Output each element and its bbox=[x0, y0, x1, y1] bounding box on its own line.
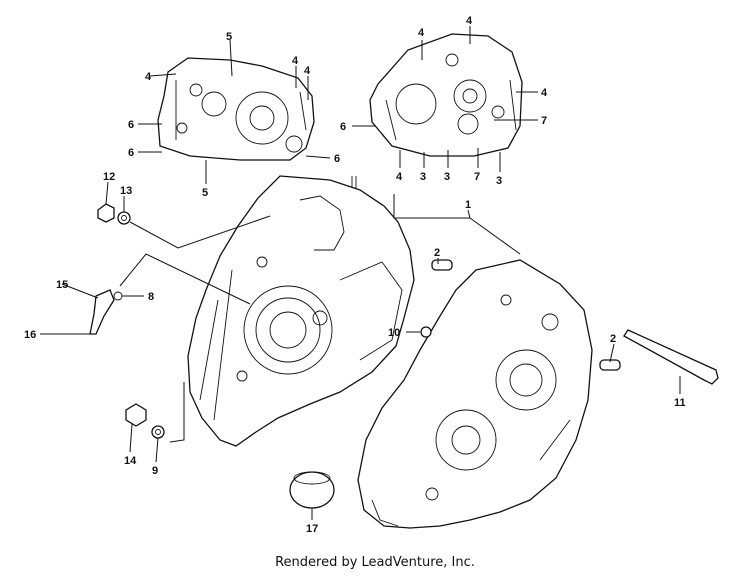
callout-6: 6 bbox=[128, 147, 134, 159]
callout-7: 7 bbox=[474, 171, 480, 183]
callout-4: 4 bbox=[418, 27, 425, 39]
callout-14: 14 bbox=[124, 455, 137, 467]
callout-17: 17 bbox=[306, 523, 318, 535]
callout-3: 3 bbox=[444, 171, 450, 183]
callout-11: 11 bbox=[674, 397, 686, 409]
callout-1: 1 bbox=[465, 199, 471, 211]
drain-bolt-14 bbox=[125, 403, 147, 427]
callout-8: 8 bbox=[148, 291, 154, 303]
callout-10: 10 bbox=[388, 327, 400, 339]
callout-4: 4 bbox=[541, 87, 548, 99]
callout-12: 12 bbox=[103, 171, 115, 183]
callout-15: 15 bbox=[56, 279, 68, 291]
callout-4: 4 bbox=[292, 55, 299, 67]
callout-5: 5 bbox=[202, 187, 208, 199]
right-crankcase-half bbox=[357, 259, 593, 529]
footer-credit: Rendered by LeadVenture, Inc. bbox=[275, 555, 475, 570]
bolt-12 bbox=[97, 203, 115, 223]
long-bolt-11 bbox=[623, 329, 719, 385]
callout-6: 6 bbox=[334, 153, 340, 165]
callout-3: 3 bbox=[496, 175, 502, 187]
washer-13 bbox=[117, 211, 131, 225]
left-crankcase-half bbox=[187, 175, 415, 447]
callout-4: 4 bbox=[396, 171, 403, 183]
callout-4: 4 bbox=[145, 71, 152, 83]
plug-17 bbox=[289, 471, 335, 509]
callout-4: 4 bbox=[304, 65, 311, 77]
callout-7: 7 bbox=[541, 115, 547, 127]
dowel-pin-2-upper bbox=[431, 259, 453, 271]
right-crankcase-gasket bbox=[369, 33, 523, 157]
left-crankcase-gasket bbox=[157, 57, 315, 161]
callout-3: 3 bbox=[420, 171, 426, 183]
callout-16: 16 bbox=[24, 329, 36, 341]
callout-6: 6 bbox=[128, 119, 134, 131]
callout-4: 4 bbox=[466, 15, 473, 27]
callout-labels: 4 5 4 4 6 6 5 6 4 4 4 6 7 4 3 3 7 3 12 1… bbox=[24, 15, 686, 535]
callout-5: 5 bbox=[226, 31, 232, 43]
leader-lines bbox=[40, 26, 681, 520]
o-ring-10 bbox=[420, 326, 432, 338]
callout-2: 2 bbox=[610, 333, 616, 345]
washer-9 bbox=[151, 425, 165, 439]
callout-2: 2 bbox=[434, 247, 440, 259]
callout-13: 13 bbox=[120, 185, 132, 197]
callout-6: 6 bbox=[340, 121, 346, 133]
callout-9: 9 bbox=[152, 465, 158, 477]
